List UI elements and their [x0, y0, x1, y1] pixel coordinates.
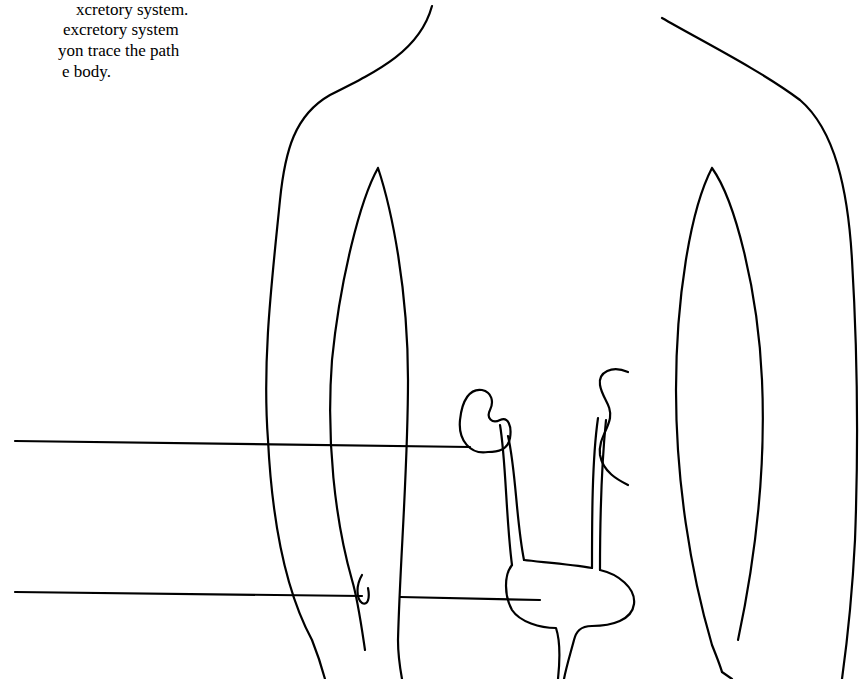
left-torso — [398, 640, 402, 679]
right-torso — [722, 672, 732, 679]
leader-line — [15, 441, 470, 447]
right-outer-arm — [662, 18, 857, 679]
right-kidney — [600, 369, 628, 485]
leader-line — [400, 597, 540, 600]
left-hand — [358, 575, 369, 604]
right-ureter — [592, 418, 606, 570]
left-inner-arm — [330, 168, 408, 650]
left-ureter — [500, 425, 524, 565]
instruction-text: excretory system — [63, 20, 179, 40]
bladder — [506, 560, 634, 679]
instruction-text: xcretory system. — [76, 0, 188, 20]
right-inner-arm — [676, 168, 763, 672]
leader-line — [15, 592, 362, 596]
instruction-text: e body. — [62, 62, 111, 82]
instruction-text: yon trace the path — [58, 41, 179, 61]
left-outer-arm — [266, 6, 432, 679]
